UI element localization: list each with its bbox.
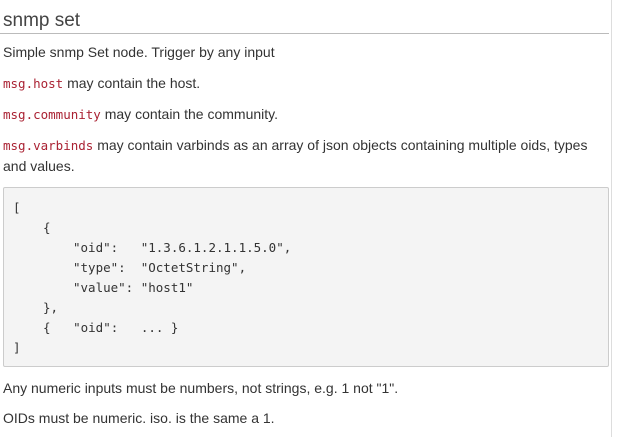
code-line: "value": "host1" bbox=[73, 280, 194, 295]
oid-format-note: OIDs must be numeric. iso. is the same a… bbox=[3, 410, 275, 426]
community-description: msg.community may contain the community. bbox=[3, 104, 603, 125]
code-line: [ bbox=[13, 200, 21, 215]
varbinds-description: msg.varbinds may contain varbinds as an … bbox=[3, 135, 603, 177]
code-line: ] bbox=[13, 340, 21, 355]
title-divider bbox=[0, 33, 609, 34]
code-line: { "oid": ... } bbox=[43, 320, 179, 335]
code-line: { bbox=[43, 220, 51, 235]
varbinds-example-code-block: [ { "oid": "1.3.6.1.2.1.1.5.0", "type": … bbox=[3, 187, 609, 367]
msg-host-code: msg.host bbox=[3, 76, 64, 91]
node-help-title: snmp set bbox=[3, 10, 81, 31]
msg-varbinds-code: msg.varbinds bbox=[3, 138, 94, 153]
node-summary: Simple snmp Set node. Trigger by any inp… bbox=[3, 44, 275, 60]
host-description: msg.host may contain the host. bbox=[3, 73, 603, 94]
numeric-inputs-note: Any numeric inputs must be numbers, not … bbox=[3, 380, 399, 396]
host-description-text: may contain the host. bbox=[63, 75, 201, 91]
code-line: "type": "OctetString", bbox=[73, 260, 247, 275]
varbinds-description-text: may contain varbinds as an array of json… bbox=[93, 137, 588, 153]
msg-community-code: msg.community bbox=[3, 107, 101, 122]
code-line: "oid": "1.3.6.1.2.1.1.5.0", bbox=[73, 240, 292, 255]
varbinds-description-text-cont: and values. bbox=[3, 158, 75, 174]
community-description-text: may contain the community. bbox=[100, 106, 278, 122]
code-line: }, bbox=[43, 300, 59, 315]
